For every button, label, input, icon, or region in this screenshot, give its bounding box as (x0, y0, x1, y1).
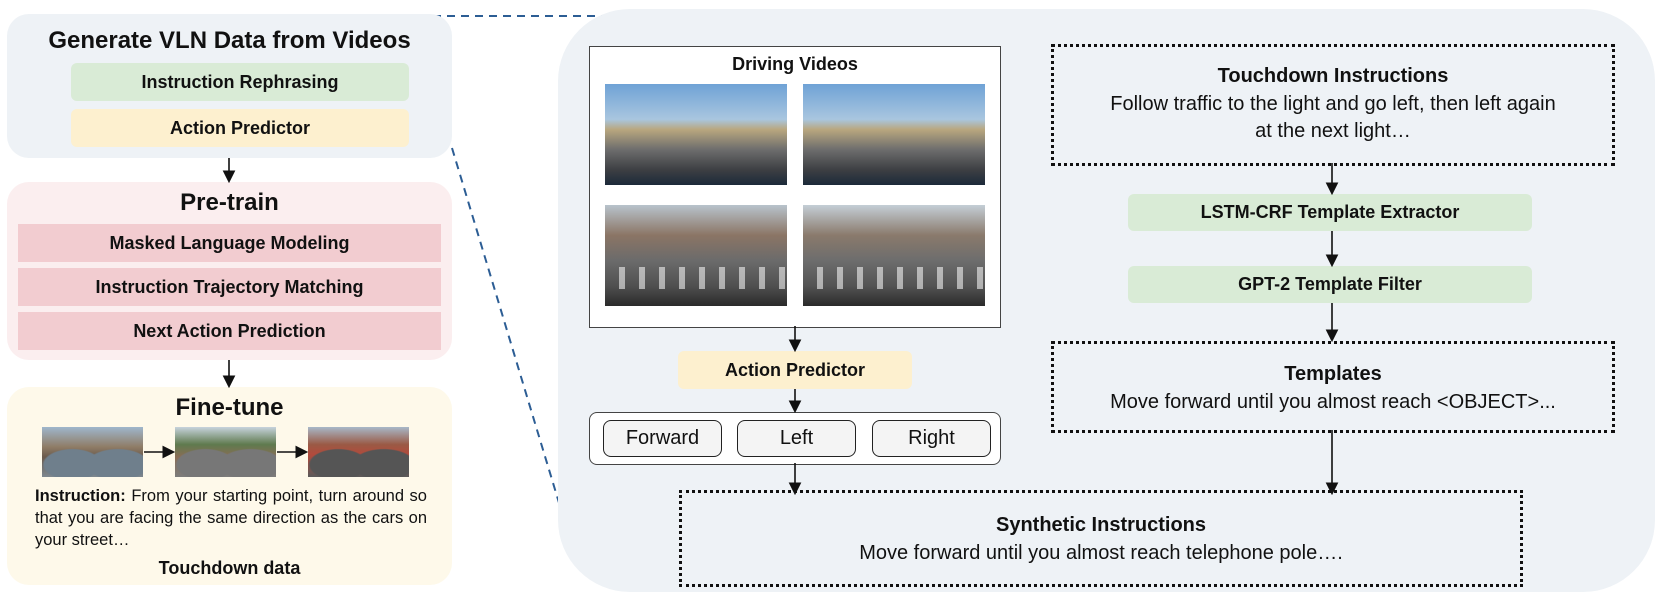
forward-action: Forward (603, 420, 722, 457)
synthetic-instructions-box: Synthetic Instructions Move forward unti… (679, 490, 1523, 587)
action-predictor-box-left: Action Predictor (71, 109, 409, 147)
finetune-title: Fine-tune (175, 394, 284, 421)
panorama-image-3 (308, 427, 409, 477)
zoom-dashed-line-bottom (451, 147, 567, 527)
pretrain-item-nap: Next Action Prediction (18, 312, 441, 350)
driving-videos-box: Driving Videos (589, 46, 1001, 328)
touchdown-instructions-box: Touchdown Instructions Follow traffic to… (1051, 44, 1615, 166)
right-action: Right (872, 420, 991, 457)
touchdown-instructions-line1: Follow traffic to the light and go left,… (1110, 92, 1556, 115)
touchdown-instructions-title: Touchdown Instructions (1217, 64, 1449, 87)
instruction-label: Instruction: (35, 487, 126, 505)
generate-title: Generate VLN Data from Videos (48, 27, 411, 54)
left-action: Left (737, 420, 856, 457)
pretrain-panel: Pre-train Masked Language Modeling Instr… (7, 182, 452, 360)
touchdown-data-caption: Touchdown data (158, 557, 301, 578)
video-frame-1 (605, 84, 787, 185)
driving-videos-title: Driving Videos (732, 53, 858, 74)
pretrain-title: Pre-train (180, 189, 279, 216)
template-extractor-box: LSTM-CRF Template Extractor (1128, 194, 1532, 231)
pretrain-item-itm: Instruction Trajectory Matching (18, 268, 441, 306)
templates-box: Templates Move forward until you almost … (1051, 341, 1615, 433)
video-frame-2 (803, 84, 985, 185)
templates-text: Move forward until you almost reach <OBJ… (1110, 390, 1556, 413)
video-frame-3 (605, 205, 787, 306)
video-frame-4 (803, 205, 985, 306)
finetune-panel: Fine-tune Instruction: From your startin… (7, 387, 452, 585)
templates-title: Templates (1284, 362, 1382, 385)
instruction-rephrasing-box: Instruction Rephrasing (71, 63, 409, 101)
pretrain-item-mlm: Masked Language Modeling (18, 224, 441, 262)
panorama-image-1 (42, 427, 143, 477)
generate-panel: Generate VLN Data from Videos Instructio… (7, 14, 452, 158)
instruction-paragraph: Instruction: From your starting point, t… (35, 485, 427, 551)
touchdown-instructions-line2: at the next light… (1255, 119, 1411, 142)
instruction-text: From your starting point, turn around so… (35, 487, 427, 549)
action-predictor-box: Action Predictor (678, 351, 912, 389)
action-options-box: Forward Left Right (589, 412, 1001, 465)
panorama-image-2 (175, 427, 276, 477)
synthetic-instructions-text: Move forward until you almost reach tele… (859, 541, 1343, 564)
synthetic-instructions-title: Synthetic Instructions (995, 513, 1207, 536)
template-filter-box: GPT-2 Template Filter (1128, 266, 1532, 303)
